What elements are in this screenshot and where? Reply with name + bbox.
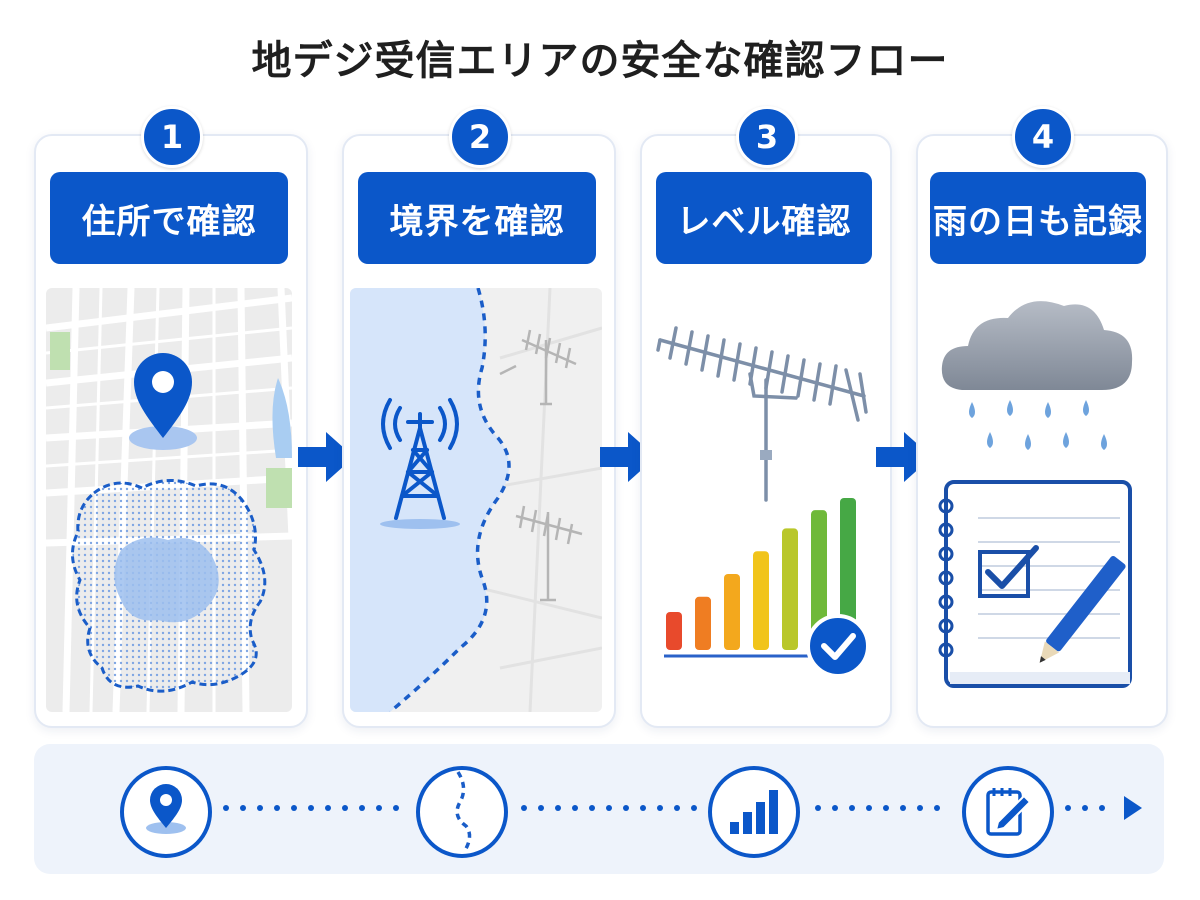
signal-bar-3 <box>724 574 740 650</box>
timeline-dot <box>538 805 544 811</box>
arrow-right-icon <box>298 432 354 482</box>
signal-bar-1 <box>666 612 682 650</box>
timeline-dot <box>657 805 663 811</box>
timeline-dot <box>640 805 646 811</box>
signal-bar-6 <box>811 510 827 650</box>
timeline-dot <box>832 805 838 811</box>
boundary-line-icon <box>416 766 508 858</box>
signal-level-illustration <box>656 326 870 678</box>
timeline-dot <box>934 805 940 811</box>
timeline-dot <box>572 805 578 811</box>
timeline-end-arrow-icon <box>1124 796 1142 820</box>
timeline-dot <box>917 805 923 811</box>
signal-bar-5 <box>782 528 798 650</box>
signal-bars <box>666 498 856 650</box>
signal-bar-7 <box>840 498 856 650</box>
timeline-dot <box>1082 805 1088 811</box>
timeline-dot <box>589 805 595 811</box>
timeline-dot <box>257 805 263 811</box>
timeline-dot <box>359 805 365 811</box>
timeline-dot <box>674 805 680 811</box>
step-label-1: 住所で確認 <box>50 172 288 264</box>
timeline-dot <box>883 805 889 811</box>
timeline-dot <box>555 805 561 811</box>
signal-bar-2 <box>695 596 711 650</box>
page-title: 地デジ受信エリアの安全な確認フロー <box>251 38 949 84</box>
rain-record-illustration <box>938 301 1133 688</box>
timeline-dot <box>521 805 527 811</box>
timeline-dot <box>623 805 629 811</box>
signal-bar-4 <box>753 551 769 650</box>
step-label-3: レベル確認 <box>656 172 872 264</box>
map-pin-icon <box>120 766 212 858</box>
step-number-3: 3 <box>736 106 798 168</box>
timeline-dot <box>376 805 382 811</box>
timeline-dot <box>308 805 314 811</box>
timeline-dot <box>849 805 855 811</box>
timeline-dot <box>240 805 246 811</box>
step-label-4: 雨の日も記録 <box>930 172 1146 264</box>
step-number-4: 4 <box>1012 106 1074 168</box>
timeline-dot <box>325 805 331 811</box>
timeline-dot <box>342 805 348 811</box>
timeline-dot <box>1065 805 1071 811</box>
timeline-dot <box>1099 805 1105 811</box>
timeline-dot <box>815 805 821 811</box>
step-number-2: 2 <box>449 106 511 168</box>
address-map-illustration <box>46 288 292 712</box>
timeline-dot <box>900 805 906 811</box>
timeline-dot <box>291 805 297 811</box>
timeline-dot <box>223 805 229 811</box>
notebook-pen-icon <box>962 766 1054 858</box>
timeline-dot <box>866 805 872 811</box>
timeline-dot <box>393 805 399 811</box>
timeline-dot <box>691 805 697 811</box>
signal-bars-icon <box>708 766 800 858</box>
step-number-1: 1 <box>141 106 203 168</box>
timeline-dot <box>274 805 280 811</box>
step-label-2: 境界を確認 <box>358 172 596 264</box>
boundary-map-illustration <box>350 288 602 712</box>
timeline-dot <box>606 805 612 811</box>
